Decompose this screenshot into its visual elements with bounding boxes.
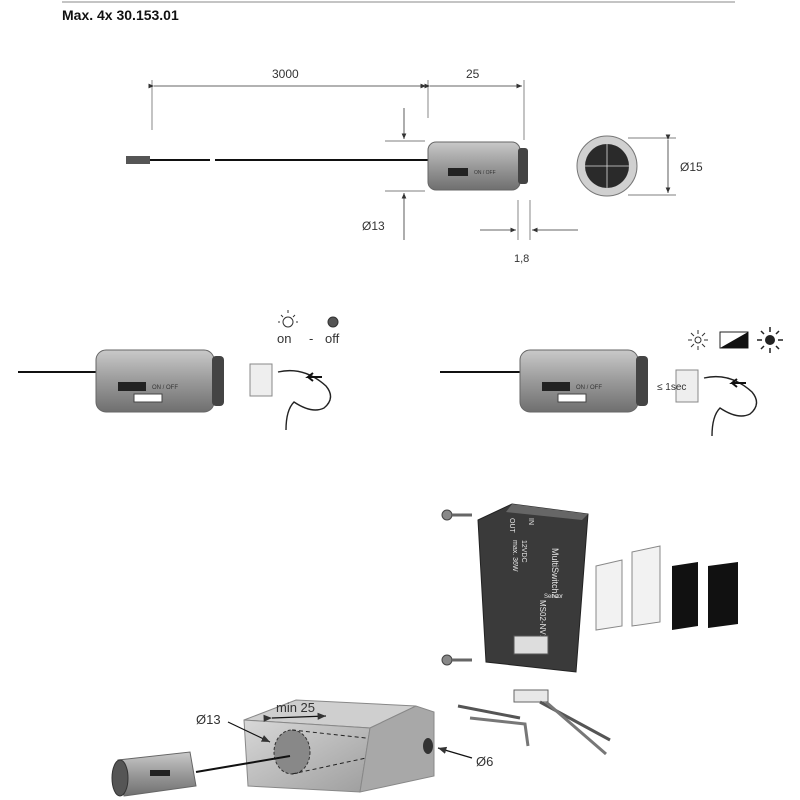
panel-surface-left bbox=[249, 363, 273, 397]
pad-black-2 bbox=[708, 562, 738, 628]
dim-ramp-icon bbox=[719, 331, 749, 349]
pad-black-1 bbox=[672, 562, 698, 630]
hole-13 bbox=[273, 729, 311, 775]
panel-surface-right bbox=[675, 369, 699, 403]
sensor-body-left bbox=[95, 349, 215, 413]
press-arrow-icon bbox=[305, 372, 322, 382]
controller-max: max. 36W bbox=[511, 540, 518, 572]
dim-diameter-front: Ø15 bbox=[680, 160, 703, 174]
wire-connector bbox=[513, 689, 549, 703]
label-separator: - bbox=[309, 331, 313, 346]
arrow-hole-6 bbox=[437, 746, 473, 759]
finger-icon-right bbox=[703, 375, 758, 437]
page-title: Max. 4x 30.153.01 bbox=[62, 7, 179, 23]
hole-6 bbox=[423, 738, 433, 754]
label-min-depth: min 25 bbox=[276, 700, 315, 715]
dim-line-min bbox=[263, 712, 327, 722]
sensor-inserting bbox=[111, 751, 291, 797]
bulb-off-icon bbox=[327, 316, 339, 328]
controller-box: MultiSwitch2 MS02-NV12 12VDC max. 36W IN… bbox=[477, 503, 589, 673]
switch-label-left: ON / OFF bbox=[152, 385, 178, 391]
bulb-on-icon bbox=[278, 310, 298, 328]
arrow-hole-13 bbox=[227, 721, 271, 743]
press-arrow-icon-right bbox=[729, 378, 746, 388]
switch-inserting bbox=[150, 770, 170, 776]
label-hole-13: Ø13 bbox=[196, 712, 221, 727]
label-hole-6: Ø6 bbox=[476, 754, 493, 769]
switch-left bbox=[118, 382, 146, 391]
controller-body bbox=[477, 503, 589, 673]
controller-brand: MultiSwitch2 bbox=[550, 548, 560, 599]
label-off: off bbox=[325, 331, 340, 346]
switch-right bbox=[542, 382, 570, 391]
sensor-body-right bbox=[519, 349, 639, 413]
dim-bezel-thickness: 1,8 bbox=[514, 253, 529, 265]
controller-model: MS02-NV12 bbox=[538, 600, 547, 644]
finger-icon bbox=[277, 369, 332, 431]
switch-label-right: ON / OFF bbox=[576, 385, 602, 391]
controller-rating: 12VDC bbox=[520, 540, 527, 563]
sensor-front-view bbox=[576, 135, 638, 197]
mode-dim: ON / OFF ≤ 1sec bbox=[440, 327, 783, 437]
dim-body-length: 25 bbox=[466, 67, 480, 81]
installation-block: min 25 Ø13 Ø6 bbox=[196, 699, 493, 793]
screw-bottom-icon bbox=[441, 654, 472, 666]
label-hold-time: ≤ 1sec bbox=[657, 382, 686, 393]
pad-white-2 bbox=[631, 545, 661, 627]
switch-slot bbox=[448, 168, 468, 176]
controller-out: OUT bbox=[508, 518, 515, 534]
sensor-side-view: ON / OFF bbox=[126, 141, 528, 191]
cable-inserting bbox=[195, 755, 291, 773]
sensor-body bbox=[427, 141, 521, 191]
dim-cable-length: 3000 bbox=[272, 67, 299, 81]
hole-dashed bbox=[291, 729, 367, 775]
switch-window-left bbox=[133, 393, 163, 403]
label-on: on bbox=[277, 331, 291, 346]
terminal-block bbox=[513, 635, 549, 655]
block-side bbox=[359, 705, 435, 793]
pad-white-1 bbox=[595, 559, 623, 631]
mode-onoff: ON / OFF on - off bbox=[18, 310, 340, 431]
sensor-bezel bbox=[518, 148, 528, 184]
dim-high-icon bbox=[757, 327, 783, 353]
adhesive-pads bbox=[595, 545, 738, 631]
dim-low-icon bbox=[688, 330, 708, 350]
dim-diameter-body: Ø13 bbox=[362, 219, 385, 233]
controller-sensor: Sensor bbox=[544, 594, 563, 600]
controller-in: IN bbox=[527, 518, 534, 525]
sensor-front-inserting bbox=[111, 759, 129, 797]
bezel-right bbox=[636, 356, 648, 406]
controller-wires bbox=[457, 689, 611, 756]
bezel-left bbox=[212, 356, 224, 406]
switch-window-right bbox=[557, 393, 587, 403]
controller-top-edge bbox=[506, 504, 588, 520]
connector-plug bbox=[126, 156, 150, 164]
screw-top-icon bbox=[441, 509, 472, 521]
switch-label: ON / OFF bbox=[474, 170, 496, 176]
